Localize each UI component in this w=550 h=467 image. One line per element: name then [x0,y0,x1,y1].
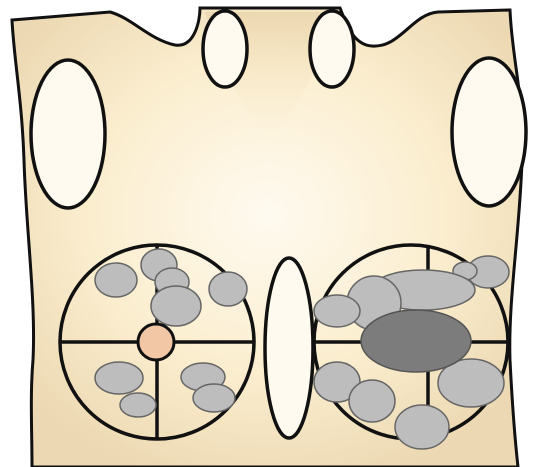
lesion [349,380,395,422]
lesion [395,405,449,449]
left-axilla-oval [452,58,526,206]
right-supraclavicular-oval [203,11,247,87]
lesion [95,263,137,297]
sternum-oval [265,258,313,438]
lesion-dark [361,310,471,372]
right-nipple [138,324,174,360]
left-supraclavicular-oval [310,11,354,87]
lesion [120,393,156,417]
lesion [151,286,201,326]
lesion [209,272,247,306]
lesion [95,362,143,394]
right-axilla-oval [31,60,105,208]
lesion [314,295,360,327]
lesion [193,384,235,412]
